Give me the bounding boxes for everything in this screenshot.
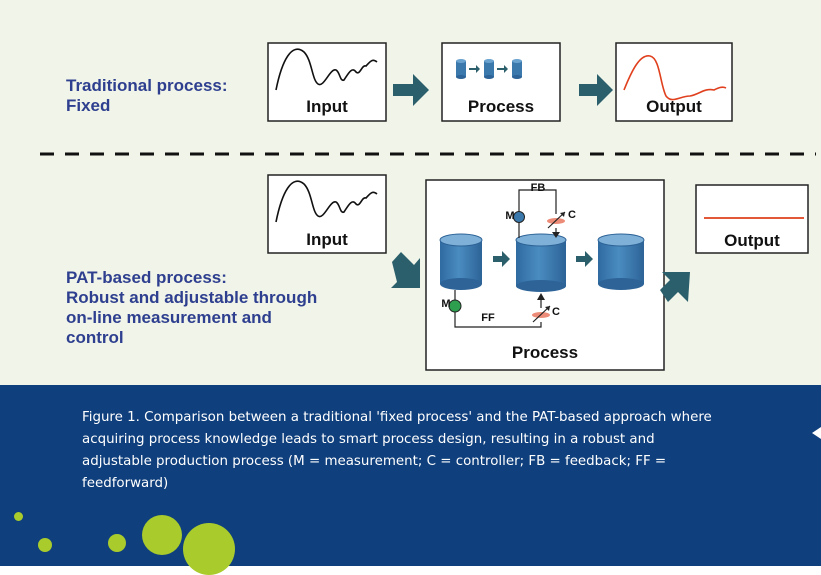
decorative-dot-3 [108, 534, 126, 552]
measurement-top-label: M [505, 210, 515, 222]
bottom-output-label: Output [724, 231, 780, 250]
top-output-signal [623, 55, 727, 101]
bottom-process-label: Process [511, 343, 579, 362]
decorative-dot-1 [14, 512, 23, 521]
arrow-vessel-2-3 [576, 251, 593, 267]
pat-process-label-line1: PAT-based process: [66, 268, 227, 287]
top-output-box [615, 42, 733, 122]
bottom-input-label: Input [306, 230, 348, 249]
controller-bottom-label: C [552, 306, 560, 318]
arrow-top-1 [393, 74, 429, 106]
diagram-panel: Traditional process: Fixed PAT-based pro… [0, 0, 821, 385]
bottom-input-signal [275, 180, 378, 223]
pat-process-label: PAT-based process: Robust and adjustable… [66, 268, 317, 348]
decorative-dot-2 [38, 538, 52, 552]
feedback-label: FB [530, 182, 546, 194]
controller-top-label: C [568, 209, 576, 221]
vessel-2 [515, 233, 567, 292]
top-process-label: Process [467, 97, 535, 116]
feedback-measurement-node [513, 211, 525, 223]
arrow-vessel-1-2 [493, 251, 510, 267]
collapse-arrow-icon[interactable] [812, 427, 821, 439]
bottom-output-box [695, 184, 809, 254]
arrow-into-process [391, 252, 420, 288]
top-input-signal [275, 48, 378, 91]
feedforward-measurement-node [448, 299, 462, 313]
arrow-top-2 [579, 74, 613, 106]
pat-process-label-line2: Robust and adjustable through [66, 288, 318, 307]
feedback-loop [518, 189, 560, 238]
diagram-graphics [40, 42, 816, 371]
feedback-controller-valve [547, 211, 566, 229]
arrow-out-of-process [660, 272, 690, 302]
traditional-process-label: Traditional process: Fixed [66, 76, 228, 116]
pat-process-label-line4: control [66, 328, 124, 347]
top-input-label: Input [306, 97, 348, 116]
traditional-process-label-line1: Traditional process: [66, 76, 228, 95]
top-output-label: Output [646, 97, 702, 116]
traditional-process-label-line2: Fixed [66, 96, 111, 115]
feedforward-label: FF [481, 312, 495, 324]
pat-process-label-line3: on-line measurement and [66, 308, 272, 327]
top-process-vessels [456, 59, 522, 79]
feedforward-controller-valve [532, 305, 551, 323]
top-process-box [441, 42, 561, 122]
measurement-bottom-label: M [441, 298, 451, 310]
caption-panel: Figure 1. Comparison between a tradition… [0, 385, 821, 575]
feedforward-loop [454, 290, 545, 328]
decorative-dot-5 [183, 523, 235, 575]
vessel-1 [439, 233, 483, 290]
figure-caption: Figure 1. Comparison between a tradition… [82, 410, 712, 491]
decorative-dot-4 [142, 515, 182, 555]
vessel-3 [597, 233, 645, 290]
